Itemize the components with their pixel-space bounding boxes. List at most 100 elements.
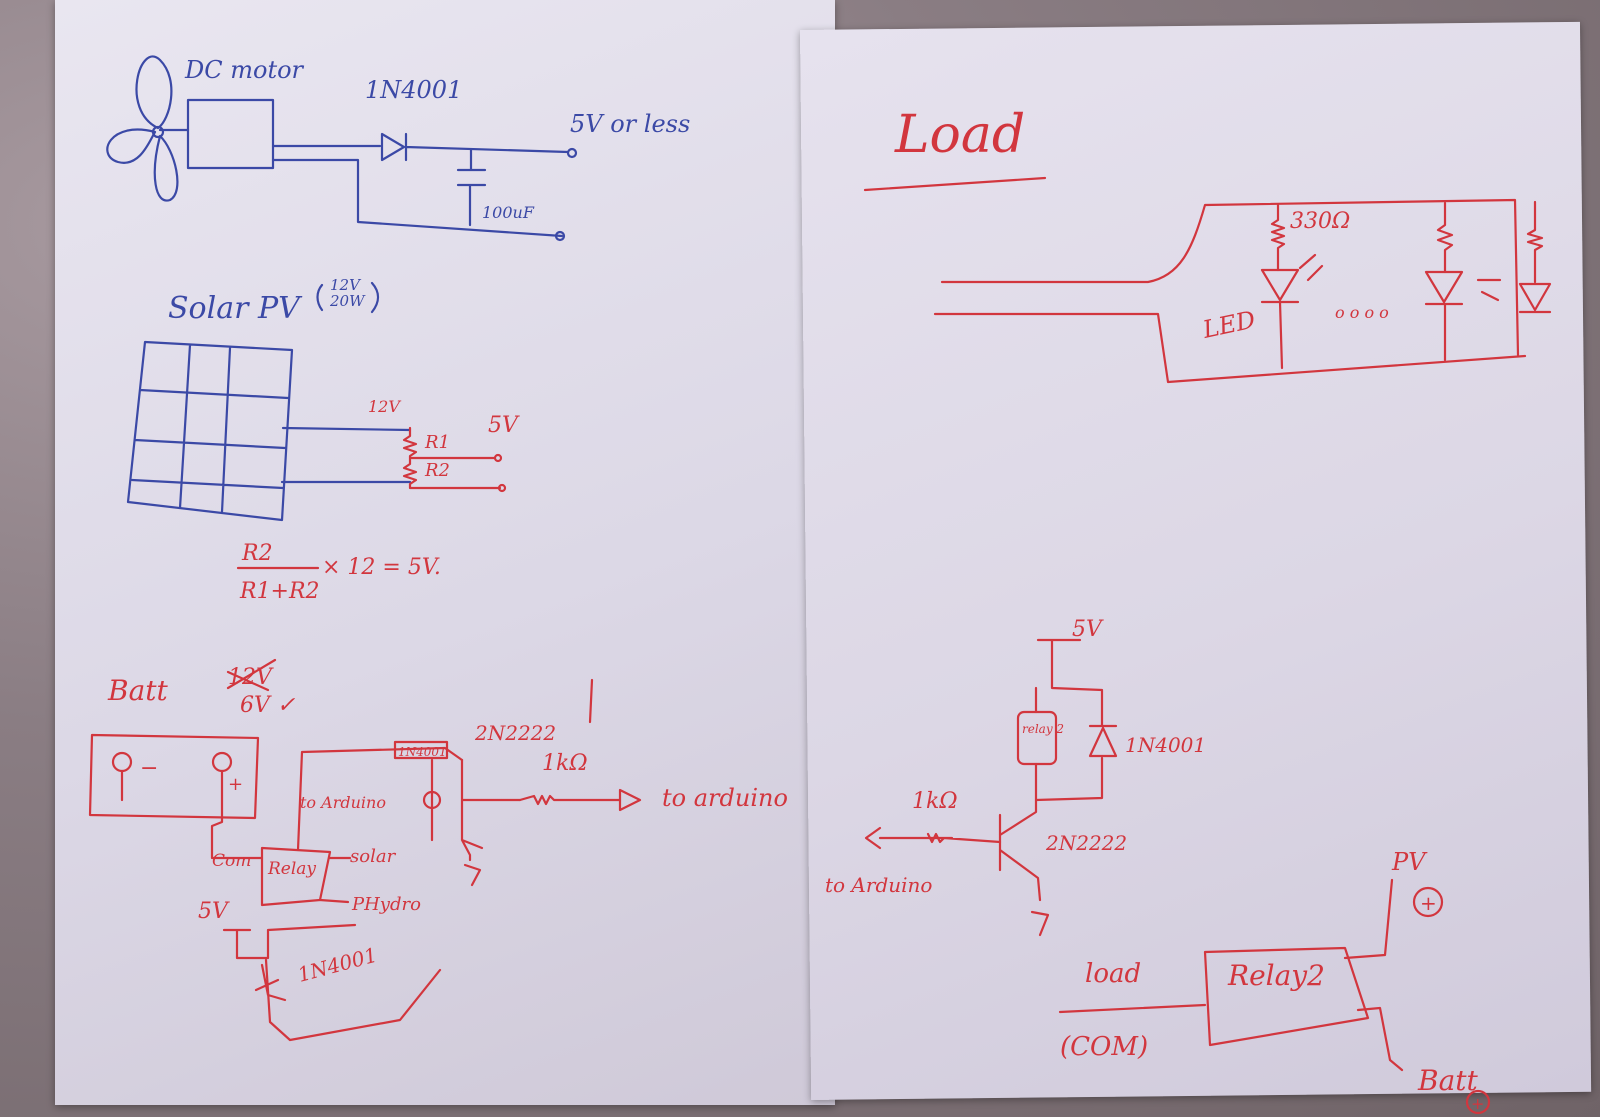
battery-new-rating: 6V ✓ <box>240 693 296 718</box>
battery-old-rating: 12V <box>228 665 274 690</box>
solar-title: Solar PV <box>168 291 303 326</box>
relay2-transistor-ground <box>1030 910 1050 937</box>
load-led-2 <box>1424 270 1464 362</box>
output-terminal-minus <box>554 230 566 242</box>
relay2-transistor-label: 2N2222 <box>1045 831 1127 855</box>
solar-circuit: Solar PV 12V 20W 12V 5V R1 R2 R2 R1+R2 ×… <box>126 276 520 604</box>
relay2-diode-label: 1N4001 <box>1125 733 1206 757</box>
battery-minus-label: − <box>140 756 158 781</box>
motor-box <box>186 98 275 170</box>
battery-diode-label: 1N4001 <box>295 943 380 987</box>
diode-label: 1N4001 <box>365 76 462 104</box>
fan-hub <box>151 125 165 139</box>
battery-to-relay-wire <box>210 769 264 860</box>
battery-title: Batt <box>107 674 169 707</box>
led-light-arrows-2 <box>1476 278 1502 302</box>
output-label: 5V or less <box>570 110 690 138</box>
divider-resistors <box>402 426 502 490</box>
load-wire-top <box>940 198 1520 357</box>
q1-to-arduino-label: to arduino <box>662 784 788 812</box>
relay2-pv-label: PV <box>1391 848 1428 876</box>
motor-wire-bottom <box>271 158 564 238</box>
paper-sheet-left <box>55 0 835 1105</box>
battery-plus-label: + <box>228 774 243 795</box>
load-resistor-2 <box>1436 201 1454 274</box>
relay2-pv-wire <box>1343 878 1394 960</box>
to-arduino-arrow <box>618 788 642 812</box>
motor-circuit: DC motor 1N4001 5V or less 100uF <box>106 55 690 242</box>
relay2-coil-label: relay 2 <box>1022 722 1064 736</box>
relay2-load-wire <box>1058 1003 1207 1014</box>
solar-panel-grid <box>126 340 294 522</box>
divider-out-node <box>493 453 503 463</box>
small-diode-box <box>393 740 449 760</box>
led-light-arrows-1 <box>1298 253 1324 282</box>
relay2-batt-wire <box>1356 1006 1404 1072</box>
fan-icon <box>106 55 179 202</box>
load-led-label: LED <box>1199 306 1257 345</box>
rating-strikethrough <box>226 658 277 692</box>
flyback-diode <box>254 958 442 1042</box>
relay-supply-label: 5V <box>198 899 230 924</box>
relay2-circuit: 5V relay 2 1N4001 2N2222 1kΩ to Arduino … <box>825 617 1491 1115</box>
battery-plus-terminal <box>211 751 233 773</box>
diode-symbol <box>380 132 570 162</box>
battery-circuit: Batt 12V 6V ✓ − + Com Relay solar PHydro… <box>88 658 788 1042</box>
relay2-switch-box <box>1203 946 1370 1047</box>
load-ellipsis: o o o o <box>1335 303 1389 322</box>
divider-gnd-node <box>497 483 507 493</box>
r1-label: R1 <box>424 432 450 453</box>
relay2-supply-wire <box>1036 638 1104 727</box>
relay2-transistor <box>998 798 1042 902</box>
relay2-supply-label: 5V <box>1072 617 1104 642</box>
load-title-underline <box>863 176 1047 192</box>
load-wire-bottom <box>933 312 1527 384</box>
relay2-base-resistor <box>878 832 1002 844</box>
small-diode-label: 1N4001 <box>398 745 447 759</box>
pv-plus-circle <box>1412 886 1444 918</box>
transistor-ground <box>463 863 482 887</box>
formula-rest: × 12 = 5V. <box>322 555 441 580</box>
transistor-q1 <box>430 758 522 862</box>
q1-base-resistor <box>518 794 622 806</box>
relay2-to-arduino-label: to Arduino <box>825 873 932 897</box>
load-circuit: Load 330Ω LED o o o o <box>863 105 1552 384</box>
relay2-com-label: (COM) <box>1060 1032 1148 1062</box>
batt-plus-circle <box>1465 1089 1491 1115</box>
q1-resistor-label: 1kΩ <box>542 751 588 776</box>
relay-solar-label: solar <box>350 846 397 867</box>
output-terminal-plus <box>566 147 578 159</box>
q1-transistor-label: 2N2222 <box>474 721 556 745</box>
motor-label: DC motor <box>184 56 305 84</box>
relay2-batt-sign: + <box>1471 1094 1484 1113</box>
relay-label: Relay <box>267 859 316 879</box>
load-resistor-1 <box>1270 203 1286 272</box>
load-resistor-label: 330Ω <box>1290 209 1350 234</box>
capacitor-label: 100uF <box>482 203 535 222</box>
load-led-1 <box>1260 268 1300 370</box>
solar-wire-top <box>281 426 412 432</box>
load-resistor-3 <box>1526 200 1544 284</box>
relay2-load-label: load <box>1085 959 1141 989</box>
relay2-box-label: Relay2 <box>1227 959 1325 992</box>
load-title: Load <box>894 105 1025 165</box>
formula-denominator: R1+R2 <box>239 579 320 604</box>
relay-coil-wire <box>296 746 464 852</box>
solar-output-voltage: 5V <box>488 413 520 438</box>
r2-label: R2 <box>424 460 450 481</box>
relay2-resistor-label: 1kΩ <box>912 789 958 814</box>
inner-to-arduino-label: to Arduino <box>300 793 386 812</box>
relay-com-label: Com <box>212 851 251 871</box>
load-led-3 <box>1518 282 1552 314</box>
supply-wire <box>222 923 357 960</box>
relay2-pv-sign: + <box>1420 891 1437 915</box>
battery-minus-terminal <box>111 751 133 773</box>
solar-rating-bottom: 20W <box>329 292 366 310</box>
relay2-batt-label: Batt <box>1417 1064 1479 1097</box>
formula-numerator: R2 <box>241 541 273 566</box>
relay2-coil-wire <box>1034 686 1104 802</box>
battery-box <box>88 733 260 820</box>
relay2-arrow <box>864 826 882 850</box>
capacitor-symbol <box>456 148 487 227</box>
